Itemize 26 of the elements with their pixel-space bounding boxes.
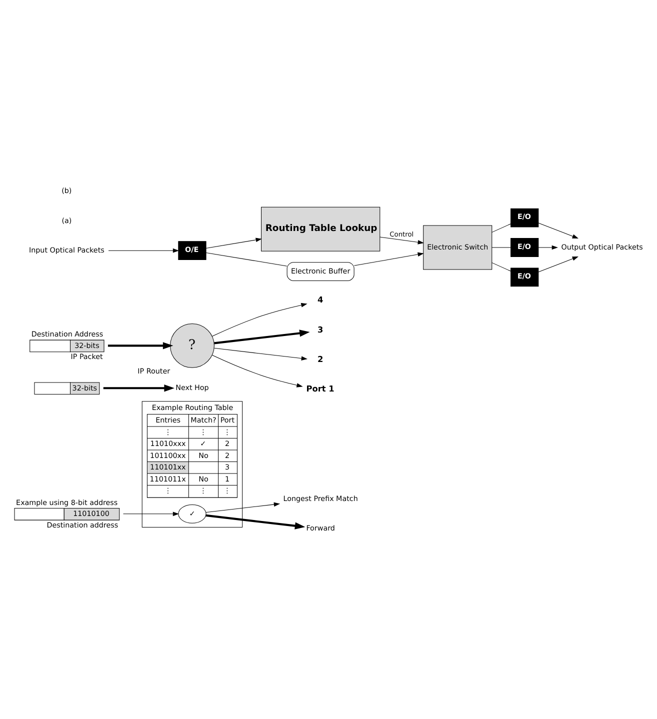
- node-text: 3: [318, 324, 324, 334]
- arrow: [108, 342, 174, 349]
- arrow: [354, 252, 424, 266]
- connector: [492, 223, 511, 232]
- node-circle: ?: [170, 322, 214, 368]
- arrow: [380, 236, 424, 244]
- arrow: [538, 256, 578, 272]
- connector: [492, 262, 511, 271]
- arrow: [212, 354, 303, 387]
- connector: [206, 252, 288, 266]
- arrow: [103, 384, 174, 392]
- arrow: [214, 329, 310, 344]
- node-text: Port 1: [306, 383, 334, 394]
- arrow: [212, 302, 308, 336]
- arrow: [108, 248, 180, 252]
- node-text: 4: [318, 294, 324, 304]
- arrow: [538, 222, 578, 238]
- arrow: [214, 347, 308, 360]
- arrow: [206, 514, 306, 529]
- arrow: [538, 244, 558, 250]
- connector: [492, 246, 511, 248]
- arrow: [123, 511, 180, 516]
- node-text: 2: [318, 353, 324, 364]
- arrow: [206, 237, 262, 248]
- node-box: Routing Table Lookup: [261, 206, 380, 251]
- arrow: [206, 502, 280, 512]
